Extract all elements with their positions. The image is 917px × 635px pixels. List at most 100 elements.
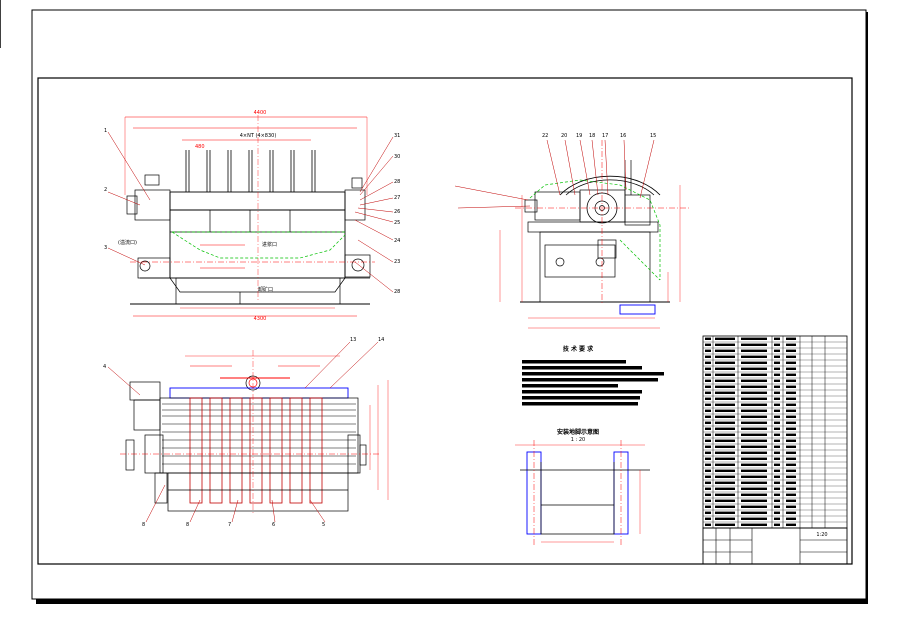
- parts-list-cell-mark: [741, 397, 767, 400]
- side-balloons-top: 22 20 19 18 17 16 15: [542, 133, 656, 139]
- parts-list-cell-mark: [774, 355, 780, 358]
- parts-list-cell-mark: [715, 481, 735, 484]
- parts-list-cell-mark: [786, 427, 796, 430]
- parts-list-cell-mark: [715, 463, 735, 466]
- parts-list-cell-mark: [786, 367, 796, 370]
- parts-list-cell-mark: [705, 469, 711, 472]
- parts-list-cell-mark: [741, 517, 767, 520]
- svg-text:31: 31: [394, 133, 400, 139]
- parts-list-cell-mark: [774, 493, 780, 496]
- parts-list-cell-mark: [705, 361, 711, 364]
- technical-requirements: 技 术 要 求: [522, 345, 664, 406]
- parts-list-cell-mark: [715, 511, 735, 514]
- parts-list-cell-mark: [786, 499, 796, 502]
- parts-list-cell-mark: [774, 415, 780, 418]
- parts-list-cell-mark: [774, 337, 780, 340]
- drawing-frame: [37, 77, 853, 565]
- svg-text:18: 18: [589, 133, 595, 139]
- parts-list-cell-mark: [786, 391, 796, 394]
- svg-text:13: 13: [350, 337, 356, 343]
- svg-text:14: 14: [378, 337, 384, 343]
- parts-list-cell-mark: [741, 463, 767, 466]
- parts-list-cell-mark: [786, 337, 796, 340]
- parts-list-cell-mark: [741, 439, 767, 442]
- parts-list-cell-mark: [705, 337, 711, 340]
- parts-list-cell-mark: [705, 415, 711, 418]
- parts-list-cell-mark: [715, 433, 735, 436]
- parts-list-cell-mark: [715, 475, 735, 478]
- parts-list-cell-mark: [786, 409, 796, 412]
- sheet-shadow-bottom: [36, 599, 868, 604]
- svg-text:5: 5: [322, 522, 325, 528]
- parts-list-cell-mark: [715, 517, 735, 520]
- parts-list-cell-mark: [705, 349, 711, 352]
- front-feed-label: 进浆口: [262, 241, 277, 248]
- parts-list-cell-mark: [715, 403, 735, 406]
- parts-list-cell-mark: [774, 457, 780, 460]
- parts-list-cell-mark: [774, 349, 780, 352]
- svg-text:4: 4: [103, 364, 106, 370]
- parts-list-cell-mark: [705, 355, 711, 358]
- parts-list-cell-mark: [705, 343, 711, 346]
- parts-list-cell-mark: [705, 493, 711, 496]
- parts-list-cell-mark: [774, 373, 780, 376]
- front-balloons-right: 31 30 28 27 26 25 24 23 28: [394, 133, 400, 295]
- svg-text:26: 26: [394, 209, 400, 215]
- svg-text:7: 7: [228, 522, 231, 528]
- parts-list-cell-mark: [774, 427, 780, 430]
- parts-list-cell-mark: [741, 367, 767, 370]
- parts-list-cell-mark: [786, 451, 796, 454]
- parts-list-cell-mark: [715, 493, 735, 496]
- svg-text:1: 1: [104, 128, 107, 134]
- side-view: [454, 139, 690, 329]
- parts-list-cell-mark: [705, 523, 711, 526]
- parts-list-cell-mark: [705, 397, 711, 400]
- parts-list-cell-mark: [741, 337, 767, 340]
- parts-list-cell-mark: [741, 469, 767, 472]
- parts-list-cell-mark: [786, 385, 796, 388]
- parts-list-cell-mark: [741, 361, 767, 364]
- parts-list-cell-mark: [705, 433, 711, 436]
- parts-list-cell-mark: [774, 421, 780, 424]
- parts-list-cell-mark: [774, 439, 780, 442]
- plan-balloons: 4 13 14 8 8 7 6 5: [103, 337, 384, 528]
- parts-list-cell-mark: [786, 463, 796, 466]
- svg-text:3: 3: [104, 245, 107, 251]
- parts-list-cell-mark: [705, 475, 711, 478]
- plan-view: [107, 341, 389, 523]
- parts-list-cell-mark: [705, 517, 711, 520]
- parts-list-cell-mark: [786, 505, 796, 508]
- svg-text:17: 17: [602, 133, 608, 139]
- parts-list-cell-mark: [741, 343, 767, 346]
- parts-list-cell-mark: [741, 487, 767, 490]
- parts-list-cell-mark: [715, 355, 735, 358]
- parts-list-cell-mark: [715, 499, 735, 502]
- parts-list-cell-mark: [774, 499, 780, 502]
- parts-list-rows: [703, 337, 847, 526]
- parts-list-cell-mark: [705, 445, 711, 448]
- parts-list-cell-mark: [774, 403, 780, 406]
- parts-list-cell-mark: [715, 451, 735, 454]
- svg-text:8: 8: [142, 522, 145, 528]
- svg-text:15: 15: [650, 133, 656, 139]
- parts-list-cell-mark: [786, 517, 796, 520]
- parts-list-cell-mark: [705, 385, 711, 388]
- parts-list-cell-mark: [774, 361, 780, 364]
- foundation-title: 安装地脚示意图: [557, 428, 599, 436]
- parts-list-cell-mark: [786, 373, 796, 376]
- svg-text:25: 25: [394, 220, 400, 226]
- parts-list-cell-mark: [715, 409, 735, 412]
- parts-list-cell-mark: [741, 415, 767, 418]
- parts-list-cell-mark: [715, 457, 735, 460]
- parts-list-cell-mark: [715, 523, 735, 526]
- foundation-scale: 1 : 20: [571, 437, 585, 443]
- parts-list-cell-mark: [774, 517, 780, 520]
- svg-text:28: 28: [394, 179, 400, 185]
- parts-list-cell-mark: [705, 451, 711, 454]
- parts-list-cell-mark: [705, 487, 711, 490]
- parts-list-cell-mark: [786, 421, 796, 424]
- front-balloons-left: 1 2 3: [104, 128, 107, 251]
- parts-list-cell-mark: [741, 433, 767, 436]
- parts-list-cell-mark: [741, 403, 767, 406]
- parts-list-cell-mark: [774, 379, 780, 382]
